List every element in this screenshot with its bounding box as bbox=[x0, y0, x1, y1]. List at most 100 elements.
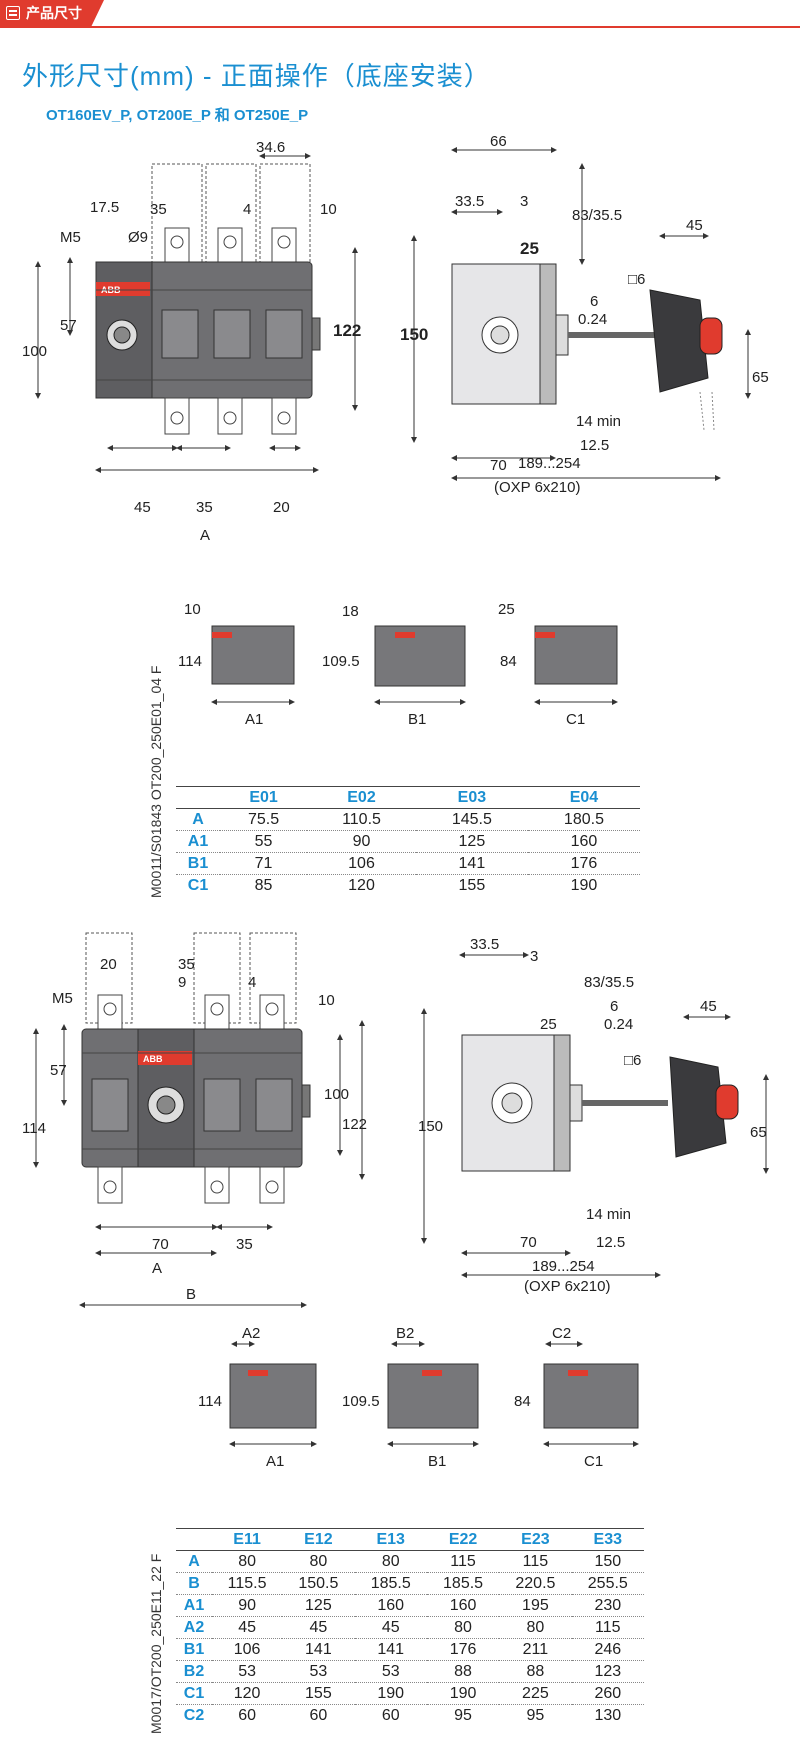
dimension-label: A1 bbox=[266, 1453, 284, 1470]
col-e22: E22 bbox=[426, 1528, 500, 1551]
table-cell: 110.5 bbox=[307, 808, 416, 831]
table-cell: 180.5 bbox=[527, 808, 640, 831]
dimension-label: 65 bbox=[752, 369, 769, 386]
dimension-label: 114 bbox=[22, 1120, 46, 1137]
table-cell: 53 bbox=[282, 1660, 355, 1683]
dimension-label: □6 bbox=[628, 271, 645, 288]
table-cell bbox=[176, 786, 220, 809]
dimension-label: M5 bbox=[60, 229, 81, 246]
table-cell: 80 bbox=[354, 1550, 427, 1573]
page-title: 外形尺寸(mm) - 正面操作（底座安装） bbox=[22, 61, 491, 91]
table-cell: 190 bbox=[426, 1682, 500, 1705]
table-cell: 115 bbox=[571, 1616, 644, 1639]
abb-logo: ABB bbox=[143, 1054, 163, 1064]
table-cell: 125 bbox=[415, 830, 528, 853]
table-cell: 80 bbox=[426, 1616, 500, 1639]
variant-c1-c2 bbox=[543, 1341, 639, 1447]
table-cell bbox=[176, 1528, 212, 1551]
dimension-label: 45 bbox=[134, 499, 151, 516]
col-e04: E04 bbox=[527, 786, 640, 809]
dimension-label: 83/35.5 bbox=[572, 207, 622, 224]
table-cell: B1 bbox=[176, 852, 220, 875]
dimension-label: 70 bbox=[490, 457, 507, 474]
dimension-label: 0.24 bbox=[578, 311, 607, 328]
dimension-label: 100 bbox=[324, 1086, 349, 1103]
table-cell: 260 bbox=[571, 1682, 644, 1705]
document-icon bbox=[6, 6, 20, 20]
table-cell: 150.5 bbox=[282, 1572, 355, 1595]
table-cell: B2 bbox=[176, 1660, 212, 1683]
dimension-label: 189...254 bbox=[518, 455, 581, 472]
variant-drawings-1: 10 114 A1 18 109.5 B1 25 84 C1 bbox=[178, 601, 618, 728]
dimension-label: 35 bbox=[178, 956, 195, 973]
table-cell: 255.5 bbox=[571, 1572, 644, 1595]
dimension-label: 33.5 bbox=[470, 936, 499, 953]
table-cell: 53 bbox=[212, 1660, 283, 1683]
table-header-row: E01 E02 E03 E04 bbox=[176, 786, 640, 809]
dimension-label: 10 bbox=[318, 992, 335, 1009]
side-view-1 bbox=[411, 147, 751, 481]
dimension-label: 84 bbox=[500, 653, 517, 670]
table-cell: 190 bbox=[527, 874, 640, 896]
col-e13: E13 bbox=[354, 1528, 427, 1551]
table-cell: 160 bbox=[426, 1594, 500, 1617]
table-cell: C2 bbox=[176, 1704, 212, 1726]
dimension-label: 66 bbox=[490, 133, 507, 150]
dimension-label: 114 bbox=[198, 1393, 222, 1410]
drawing-code-2: M0017/OT200_250E11_22 F bbox=[148, 1553, 164, 1734]
dimension-label: 25 bbox=[498, 601, 515, 618]
front-view-1: ABB bbox=[35, 153, 358, 473]
table-cell: A bbox=[176, 1550, 212, 1573]
table-cell: 106 bbox=[307, 852, 416, 875]
dimension-label: 33.5 bbox=[455, 193, 484, 210]
table-cell: A1 bbox=[176, 830, 220, 853]
dimension-label: 10 bbox=[320, 201, 337, 218]
table-cell: 55 bbox=[220, 830, 308, 853]
table-cell: 88 bbox=[499, 1660, 572, 1683]
table-cell: 80 bbox=[282, 1550, 355, 1573]
table-cell: A1 bbox=[176, 1594, 212, 1617]
dimension-label: 189...254 bbox=[532, 1258, 595, 1275]
dimension-label: 34.6 bbox=[256, 139, 285, 156]
table-cell: 150 bbox=[571, 1550, 644, 1573]
table-cell: 95 bbox=[499, 1704, 572, 1726]
table-cell: 141 bbox=[354, 1638, 427, 1661]
table-cell: 176 bbox=[426, 1638, 500, 1661]
col-e33: E33 bbox=[571, 1528, 644, 1551]
variant-a1 bbox=[211, 625, 295, 705]
table-cell: 155 bbox=[415, 874, 528, 896]
dimension-label: 109.5 bbox=[342, 1393, 380, 1410]
dimension-drawing-2: ABB 20 35 9 4 10 M5 57 114 100 122 70 35… bbox=[22, 932, 769, 1308]
table-cell: 80 bbox=[212, 1550, 283, 1573]
table-cell: 45 bbox=[212, 1616, 283, 1639]
table-cell: 90 bbox=[307, 830, 416, 853]
table-cell: 120 bbox=[307, 874, 416, 896]
variant-drawings-2: A2 114 A1 B2 109.5 B1 C2 84 C1 bbox=[198, 1325, 639, 1470]
dimension-label: 20 bbox=[100, 956, 117, 973]
dimension-label: 57 bbox=[50, 1062, 67, 1079]
dimension-label: B1 bbox=[408, 711, 426, 728]
table-cell: 225 bbox=[499, 1682, 572, 1705]
table-cell: A bbox=[176, 808, 220, 831]
dimension-label: C1 bbox=[584, 1453, 603, 1470]
table-cell: 160 bbox=[354, 1594, 427, 1617]
col-e01: E01 bbox=[220, 786, 308, 809]
table-cell: 80 bbox=[499, 1616, 572, 1639]
table-cell: 190 bbox=[354, 1682, 427, 1705]
dimension-label: 10 bbox=[184, 601, 201, 618]
dimension-label: 114 bbox=[178, 653, 202, 670]
table-cell: 115 bbox=[426, 1550, 500, 1573]
dimension-label: C1 bbox=[566, 711, 585, 728]
dimension-label: A2 bbox=[242, 1325, 260, 1342]
dimension-label: 122 bbox=[333, 321, 361, 340]
dimension-label: 4 bbox=[248, 974, 256, 991]
section-tag-label: 产品尺寸 bbox=[26, 5, 82, 21]
dimension-label: 150 bbox=[418, 1118, 443, 1135]
table-cell: 120 bbox=[212, 1682, 283, 1705]
dimension-label: 25 bbox=[520, 239, 539, 258]
